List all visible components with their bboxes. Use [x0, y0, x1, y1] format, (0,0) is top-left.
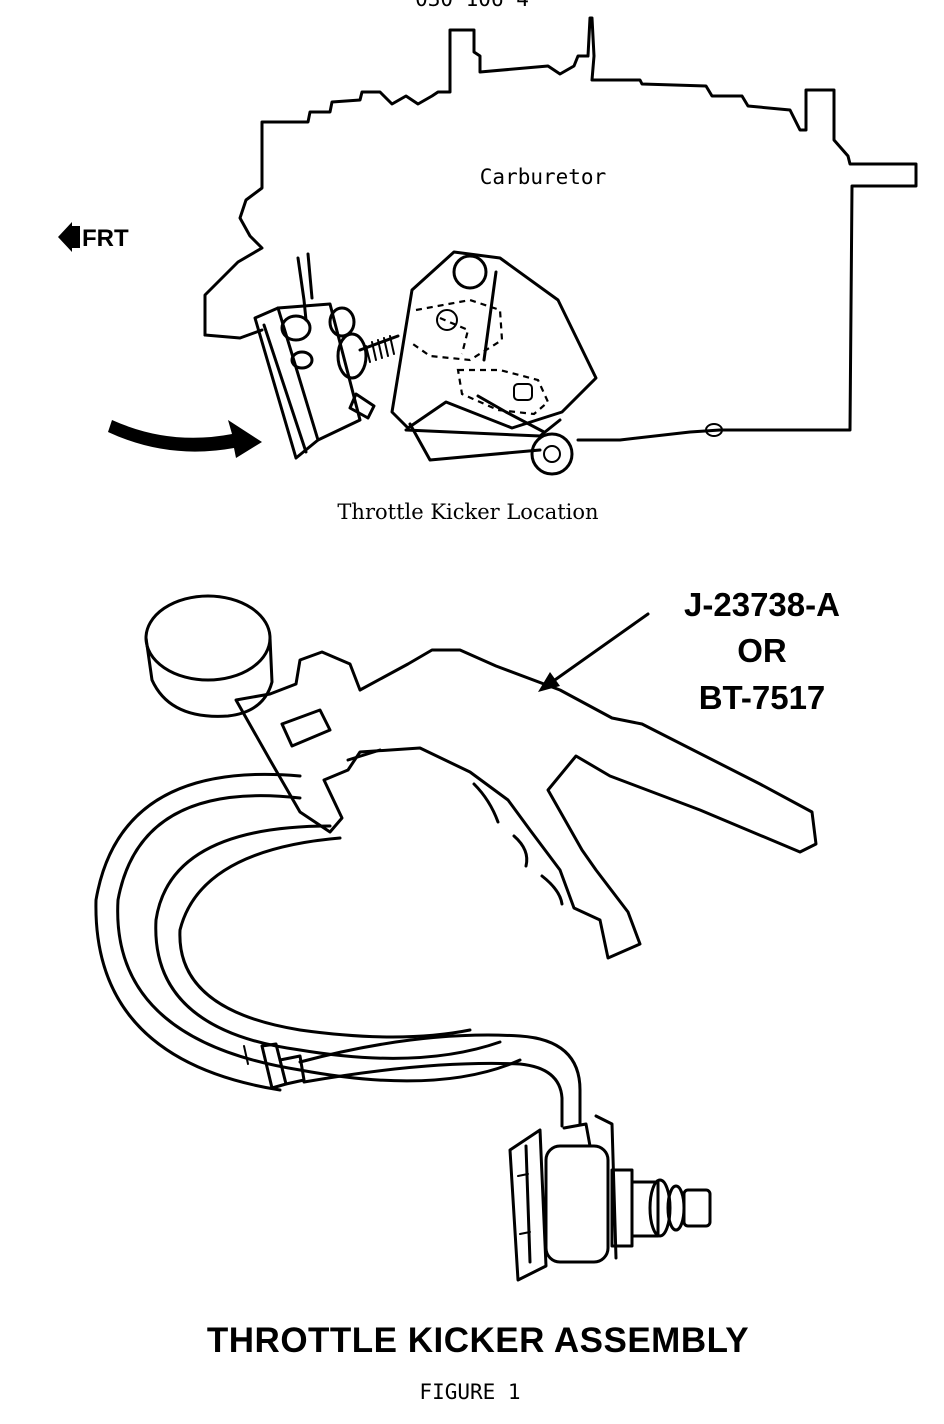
vacuum-pump-tool — [94, 594, 818, 1282]
front-direction-label: FRT — [82, 225, 129, 252]
throttle-linkage-bracket — [390, 250, 598, 476]
carburetor-drawing — [203, 16, 918, 442]
tool-number-alternate: BT-7517 — [699, 679, 826, 716]
top-label: 030 106 4 — [415, 0, 529, 11]
tool-number-primary: J-23738-A — [684, 586, 840, 623]
front-arrow-icon — [58, 222, 80, 252]
tool-number-or: OR — [737, 632, 787, 669]
location-caption: Throttle Kicker Location — [337, 500, 598, 524]
tool-pointer-arrow — [538, 612, 650, 692]
throttle-kicker-unit — [253, 252, 400, 460]
carburetor-label: Carburetor — [480, 165, 606, 189]
figure-title: THROTTLE KICKER ASSEMBLY — [207, 1321, 749, 1360]
location-pointer-arrow — [108, 420, 262, 458]
figure-number: FIGURE 1 — [419, 1380, 520, 1404]
